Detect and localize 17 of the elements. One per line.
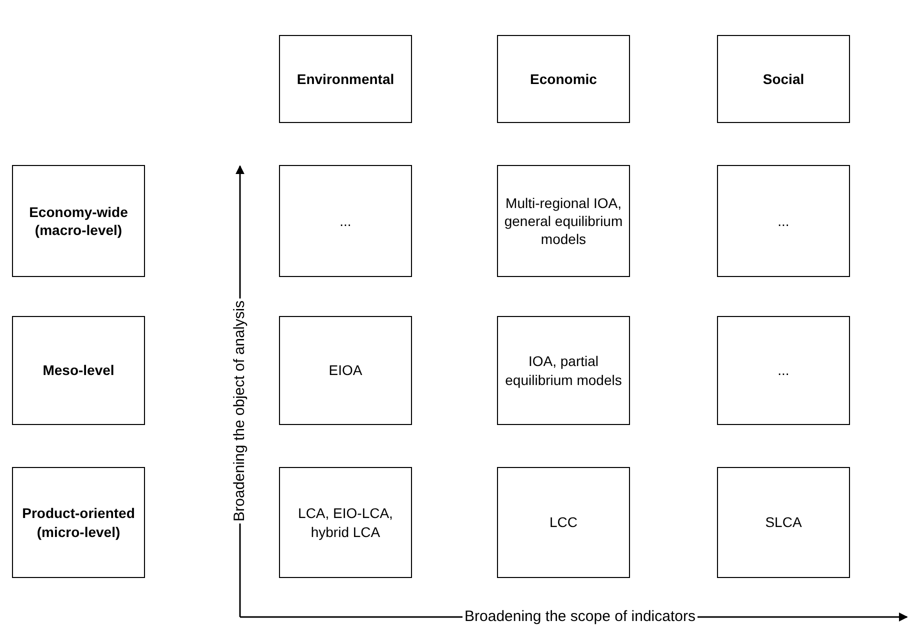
- method-box: Multi-regional IOA, general equilibrium models: [497, 165, 630, 277]
- method-box: LCA, EIO-LCA, hybrid LCA: [279, 467, 412, 578]
- method-box: LCC: [497, 467, 630, 578]
- method-box: EIOA: [279, 316, 412, 425]
- header-box: Economic: [497, 35, 630, 123]
- method-box: IOA, partial equilibrium models: [497, 316, 630, 425]
- header-box: Social: [717, 35, 850, 123]
- header-box: Environmental: [279, 35, 412, 123]
- axis-label: Broadening the scope of indicators: [462, 608, 698, 626]
- header-box: Product-oriented (micro-level): [12, 467, 145, 578]
- header-box: Meso-level: [12, 316, 145, 425]
- method-box: ...: [717, 165, 850, 277]
- header-box: Economy-wide (macro-level): [12, 165, 145, 277]
- method-box: ...: [717, 316, 850, 425]
- method-box: SLCA: [717, 467, 850, 578]
- axis-label: Broadening the object of analysis: [232, 298, 248, 524]
- method-box: ...: [279, 165, 412, 277]
